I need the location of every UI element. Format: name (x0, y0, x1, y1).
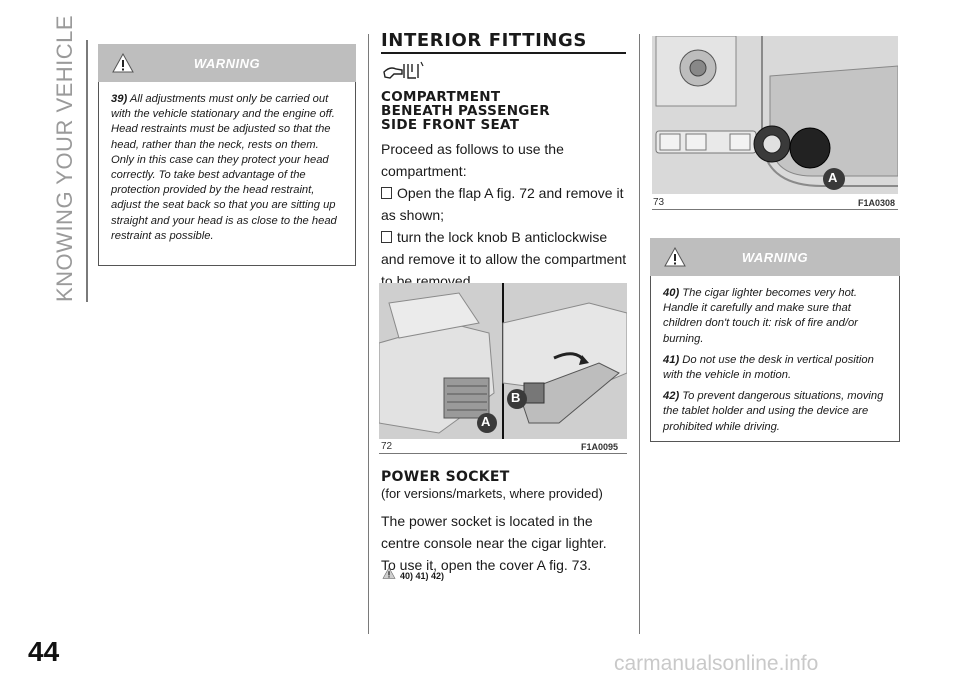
warning-references: 40) 41) 42) (400, 571, 445, 581)
bullet-item: turn the lock knob B anticlockwise (381, 226, 631, 248)
warning-triangle-icon (382, 567, 396, 579)
warning-body: 39) All adjustments must only be carried… (98, 82, 356, 266)
figure-number: 72 (381, 441, 393, 452)
warning-title: WARNING (741, 249, 809, 265)
text-line: To use it, open the cover A fig. 73. (381, 557, 592, 573)
warning-triangle-icon (664, 247, 686, 267)
figure-code: F1A0308 (858, 198, 896, 208)
warning-triangle-icon (112, 53, 134, 73)
intro-line: compartment: (381, 163, 467, 179)
compartment-instructions: Proceed as follows to use the compartmen… (381, 138, 631, 292)
page-number: 44 (28, 636, 60, 667)
compartment-heading: COMPARTMENT BENEATH PASSENGER SIDE FRONT… (381, 90, 631, 132)
checkbox-bullet-icon (381, 231, 392, 243)
figure-label-a: A (481, 414, 491, 429)
heading-line: BENEATH PASSENGER (381, 103, 550, 119)
warning-item-number: 42) (663, 390, 680, 403)
warning-title: WARNING (193, 55, 261, 71)
warning-box-right: WARNING 40) The cigar lighter becomes ve… (650, 238, 900, 442)
heading-line: SIDE FRONT SEAT (381, 117, 520, 133)
chapter-divider (86, 40, 88, 302)
bullet-line: Open the flap A fig. 72 and remove it (397, 185, 624, 201)
warning-item: 40) The cigar lighter becomes very hot. … (663, 286, 887, 347)
checkbox-bullet-icon (381, 187, 392, 199)
power-socket-text: The power socket is located in the centr… (381, 510, 631, 576)
warning-item-text: Do not use the desk in vertical position… (663, 353, 874, 382)
warning-body: 40) The cigar lighter becomes very hot. … (650, 276, 900, 442)
text-line: The power socket is located in the (381, 513, 593, 529)
intro-line: Proceed as follows to use the (381, 141, 564, 157)
figure-label-b: B (511, 390, 521, 405)
figure-73-image: A (652, 36, 898, 194)
bullet-line: turn the lock knob B anticlockwise (397, 229, 608, 245)
text-line: centre console near the cigar lighter. (381, 535, 607, 551)
warning-header: WARNING (98, 44, 356, 82)
figure-rule (379, 453, 627, 454)
warning-box-left: WARNING 39) All adjustments must only be… (98, 44, 356, 266)
warning-item-text: All adjustments must only be carried out… (111, 93, 337, 242)
power-socket-heading: POWER SOCKET (381, 469, 510, 485)
warning-item: 41) Do not use the desk in vertical posi… (663, 353, 887, 383)
column-divider (368, 34, 369, 634)
chapter-title: KNOWING YOUR VEHICLE (52, 14, 82, 302)
warning-item: 39) All adjustments must only be carried… (111, 92, 343, 244)
figure-label-a: A (828, 170, 838, 185)
warning-header: WARNING (650, 238, 900, 276)
figure-number: 73 (653, 197, 665, 208)
bullet-item: Open the flap A fig. 72 and remove it (381, 182, 631, 204)
warning-item-number: 39) (111, 93, 128, 105)
bullet-line: as shown; (381, 207, 445, 223)
figure-code: F1A0095 (581, 442, 619, 452)
warning-item-text: The cigar lighter becomes very hot. Hand… (663, 287, 858, 345)
column-divider (639, 34, 640, 634)
watermark: carmanualsonline.info (614, 652, 819, 675)
warning-item-number: 41) (663, 353, 680, 366)
chapter-title-text: KNOWING YOUR VEHICLE (52, 14, 77, 302)
warning-item-text: To prevent dangerous situations, moving … (663, 390, 884, 433)
section-title: INTERIOR FITTINGS (381, 30, 587, 51)
seat-compartment-illustration (379, 283, 627, 439)
title-underline (381, 52, 626, 54)
figure-rule (652, 209, 898, 210)
center-console-illustration (652, 36, 898, 194)
power-socket-subheading: (for versions/markets, where provided) (381, 486, 603, 501)
warning-item: 42) To prevent dangerous situations, mov… (663, 389, 887, 435)
bullet-line: and remove it to allow the compartment (381, 251, 627, 267)
figure-72-image: A B (379, 283, 627, 439)
warning-item-number: 40) (663, 287, 680, 299)
heading-line: COMPARTMENT (381, 89, 501, 105)
hand-symbol-icon (383, 61, 424, 79)
